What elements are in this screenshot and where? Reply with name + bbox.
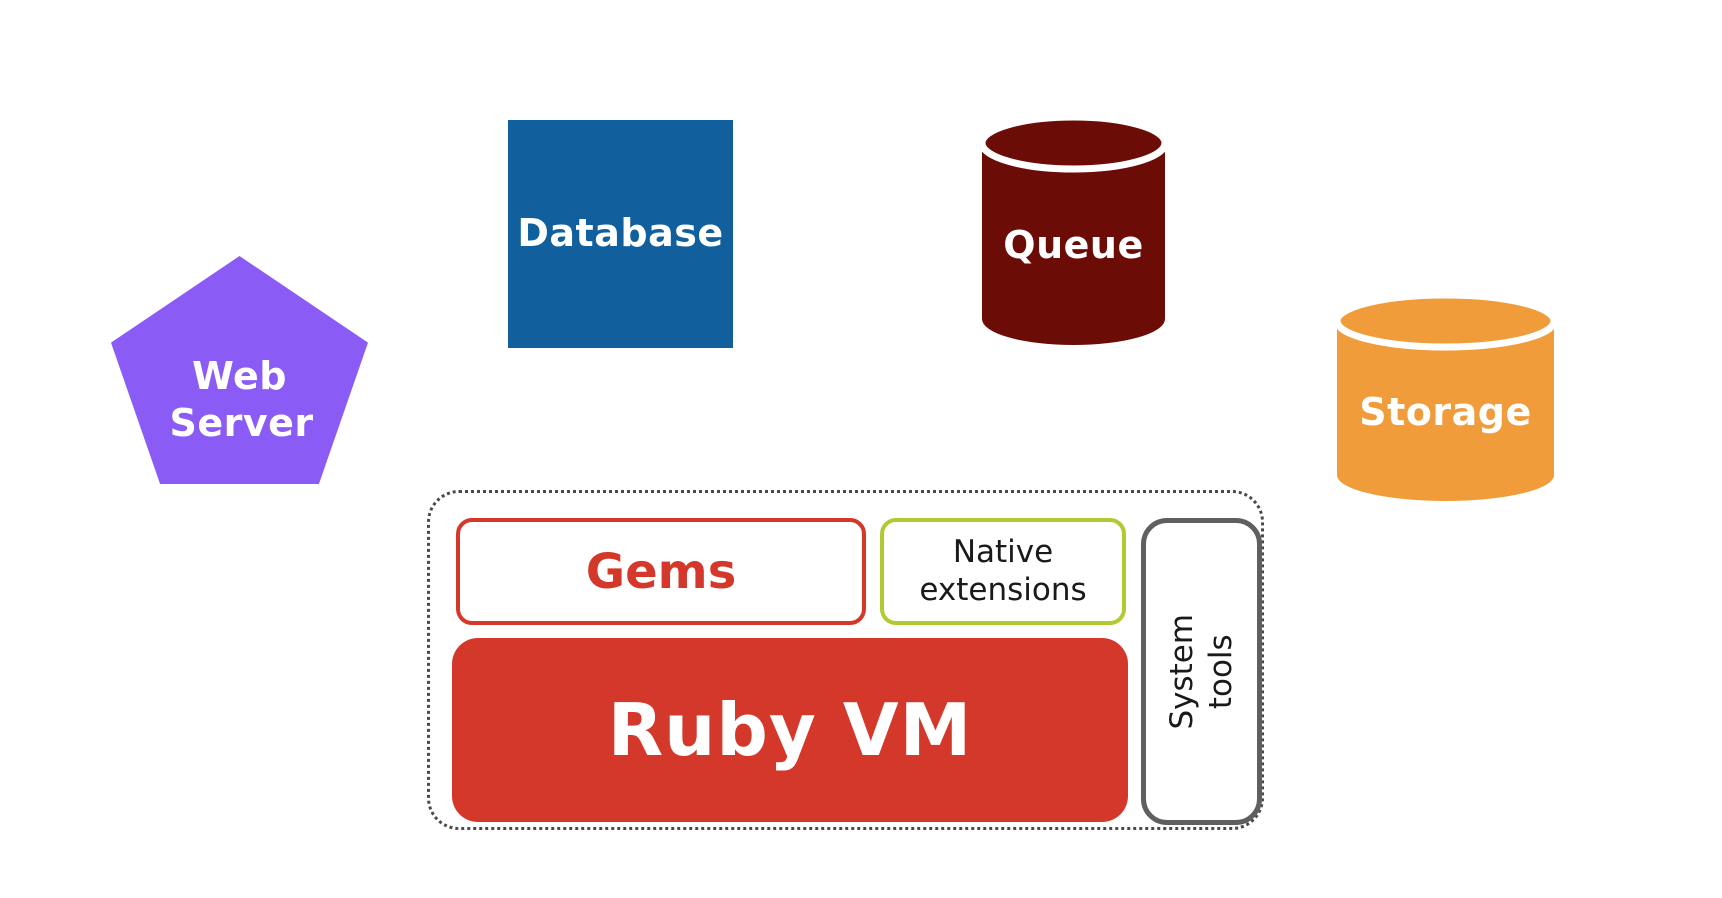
- database-label: Database: [517, 211, 724, 256]
- ruby-vm-label: Ruby VM: [607, 688, 973, 772]
- native-extensions-box: Native extensions: [880, 518, 1126, 625]
- runtime-group: Gems Native extensions Ruby VM System to…: [427, 490, 1264, 830]
- queue-label: Queue: [1003, 223, 1144, 268]
- system-tools-box: System tools: [1141, 518, 1262, 825]
- native-extensions-label: Native extensions: [919, 534, 1087, 608]
- queue-node: Queue: [982, 117, 1165, 345]
- system-tools-label: System tools: [1163, 613, 1239, 730]
- gems-box: Gems: [456, 518, 866, 625]
- web-server-node: Web Server: [111, 256, 368, 484]
- queue-cylinder-shape: [982, 117, 1165, 345]
- storage-label: Storage: [1359, 390, 1532, 435]
- database-node: Database: [508, 120, 733, 348]
- storage-node: Storage: [1337, 295, 1554, 501]
- gems-label: Gems: [585, 543, 737, 600]
- ruby-vm-box: Ruby VM: [452, 638, 1128, 822]
- web-server-label: Web Server: [169, 353, 314, 446]
- storage-cylinder-shape: [1337, 295, 1554, 501]
